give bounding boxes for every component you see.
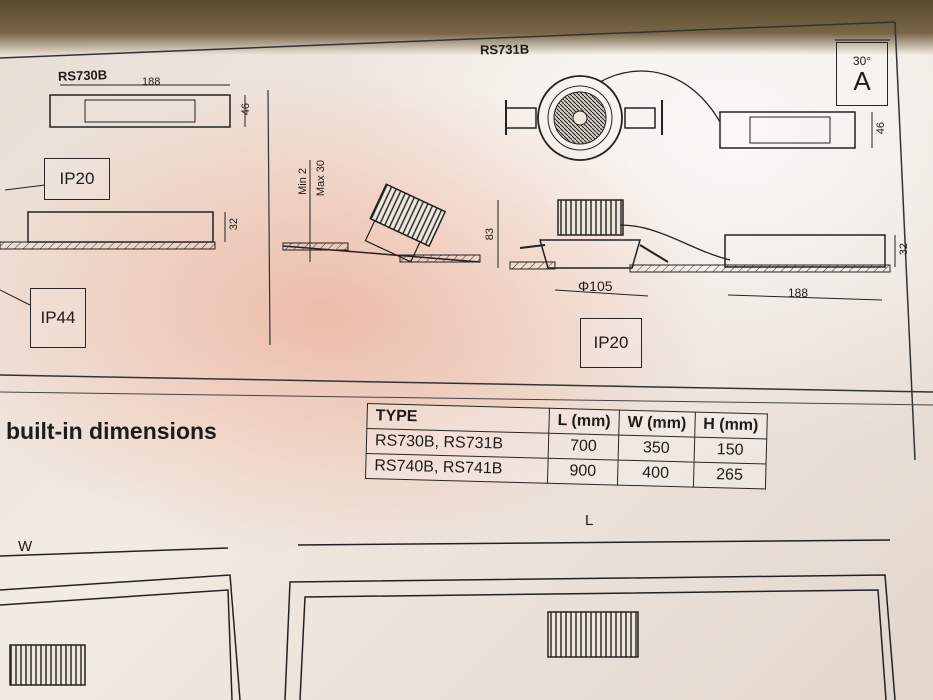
dim-32-right: 32 (898, 243, 910, 256)
frame-right-line (894, 21, 916, 461)
dim-32-left: 32 (228, 218, 240, 231)
cell-w: 350 (618, 435, 695, 463)
tilted-spotlight (364, 183, 447, 263)
beam-angle-icon: A (853, 66, 871, 96)
cell-h: 150 (693, 437, 767, 464)
dim-188-top: 188 (142, 76, 161, 88)
panel-separator (267, 89, 271, 346)
driver-right-top (719, 111, 856, 149)
spotlight-top-view (505, 70, 721, 161)
header-l: L (mm) (548, 408, 620, 436)
ceiling-left (0, 241, 216, 250)
frame-divider-line-2 (0, 391, 933, 406)
dimensions-table: TYPE L (mm) W (mm) H (mm) RS730B, RS731B… (365, 403, 768, 489)
ip20-badge-center: IP20 (580, 318, 642, 368)
ip44-badge: IP44 (30, 288, 86, 348)
spotlight-side-view (519, 199, 731, 269)
beam-angle-box: 30° A (836, 42, 888, 106)
header-h: H (mm) (694, 412, 768, 439)
built-in-box-l (9, 539, 896, 700)
beam-angle-value: 30° (852, 54, 872, 68)
model-label-rs730b: RS730B (57, 67, 108, 84)
cell-w: 400 (617, 460, 694, 488)
cell-h: 265 (693, 462, 766, 489)
driver-left-lower (27, 211, 214, 243)
cell-type: RS740B, RS741B (365, 453, 549, 484)
dim-phi-105: Φ105 (578, 278, 613, 294)
ip20-badge-left: IP20 (44, 158, 110, 200)
cell-l: 700 (548, 433, 619, 461)
background-surface (0, 0, 933, 55)
ceiling-right (629, 264, 891, 273)
built-in-box-w (0, 547, 241, 700)
width-label: W (18, 538, 33, 555)
section-title: built-in dimensions (6, 418, 217, 444)
driver-right-lower (724, 234, 886, 268)
dim-46-left: 46 (240, 103, 252, 116)
dim-max: Max 30 (315, 160, 327, 197)
dim-83: 83 (484, 228, 496, 241)
model-label-rs731b: RS731B (479, 41, 530, 58)
frame-top-line (0, 21, 896, 59)
header-w: W (mm) (618, 410, 696, 438)
dim-188-right: 188 (788, 286, 809, 300)
driver-left-top (49, 94, 231, 128)
dim-min: Min 2 (297, 168, 309, 195)
dim-46-right: 46 (875, 122, 887, 135)
cell-l: 900 (547, 458, 619, 486)
length-label: L (585, 512, 594, 529)
frame-divider-line (0, 374, 933, 393)
